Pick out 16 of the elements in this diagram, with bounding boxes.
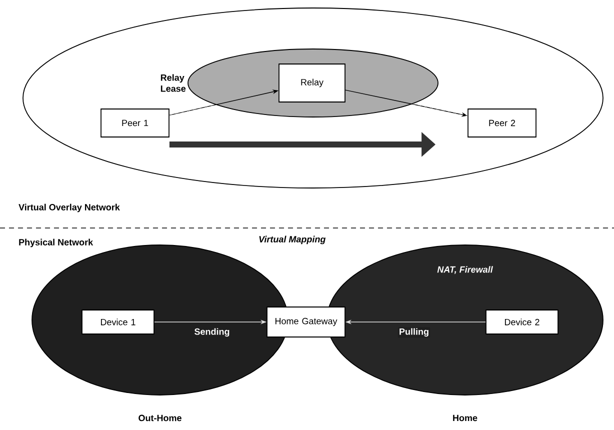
edge-label: Sending [193,327,231,338]
heading-label: Relay Lease [160,74,186,92]
node-box: Device 1 [82,310,154,334]
node-box: Relay [278,64,346,102]
caption-label: Out-Home [138,414,182,422]
node-box: Peer 1 [100,108,170,138]
section-label: Virtual Overlay Network [18,204,120,212]
node-box: Home Gateway [266,306,346,338]
heading-label: NAT, Firewall [437,266,493,274]
section-label: Physical Network [19,238,94,248]
connector-line [412,104,468,116]
node-box: Peer 2 [468,108,536,138]
node-box: Device 2 [486,310,558,334]
section-label: Virtual Mapping [259,236,326,244]
edge-label: Pulling [398,327,430,338]
caption-label: Home [453,414,478,422]
